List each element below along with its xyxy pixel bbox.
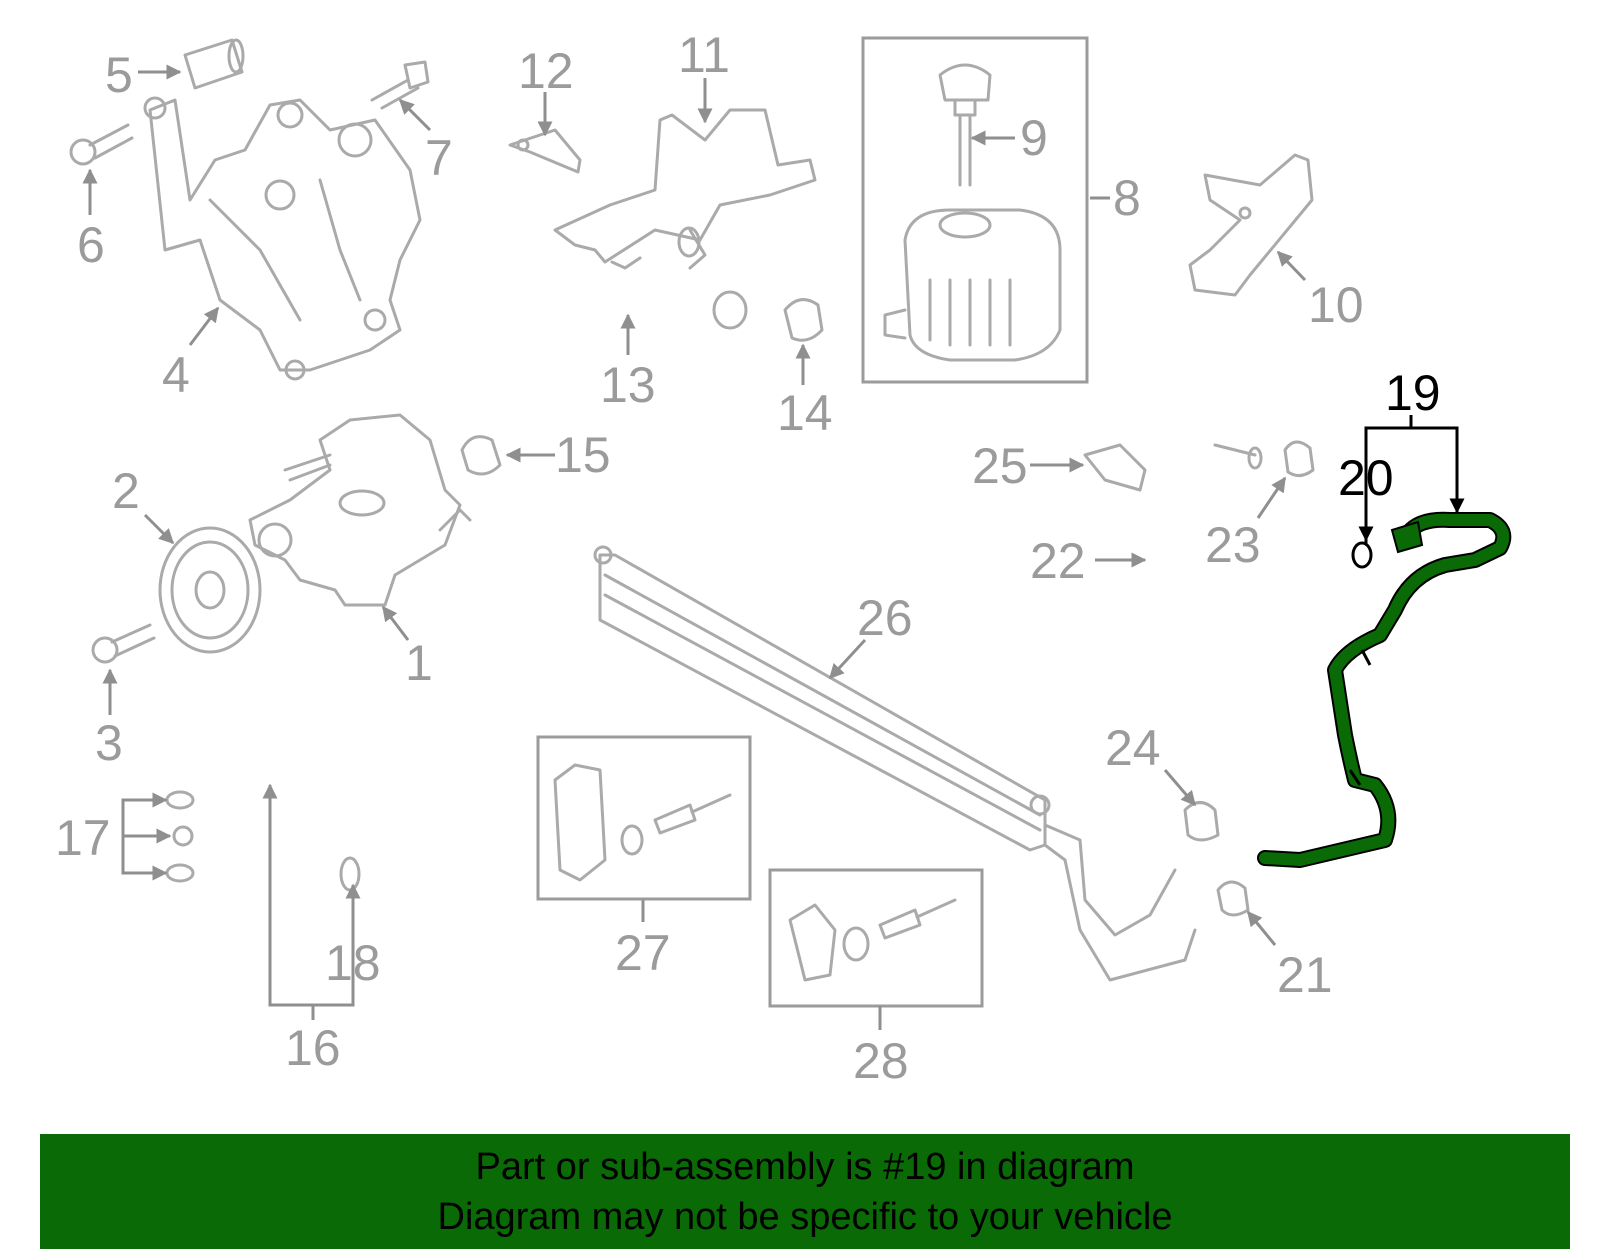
callout-19[interactable]: 19 <box>1385 365 1441 421</box>
pressure-line-16 <box>172 722 511 916</box>
callout-3: 3 <box>95 715 123 771</box>
kit-box-28 <box>768 868 984 1008</box>
highlighted-hose-19[interactable] <box>1257 511 1512 868</box>
o-ring-20 <box>1351 541 1373 569</box>
pump-pulley <box>158 526 262 654</box>
callout-26: 26 <box>857 590 913 646</box>
clamp-24 <box>1183 801 1220 842</box>
reservoir-tank <box>883 208 1062 362</box>
hose-clamp-15 <box>460 435 502 476</box>
callout-21: 21 <box>1277 947 1333 1003</box>
callout-15: 15 <box>555 427 611 483</box>
callout-12: 12 <box>518 43 574 99</box>
callout-25: 25 <box>972 438 1028 494</box>
banner-line-2: Diagram may not be specific to your vehi… <box>437 1196 1173 1238</box>
callout-6: 6 <box>77 217 105 273</box>
bracket-10 <box>1188 153 1314 297</box>
clamp-21 <box>1216 880 1250 917</box>
callout-7: 7 <box>425 130 453 186</box>
callout-28: 28 <box>853 1033 909 1089</box>
oil-cooler <box>593 545 1197 982</box>
bolt-7 <box>370 60 430 110</box>
callout-11: 11 <box>678 27 730 83</box>
callout-23: 23 <box>1205 517 1261 573</box>
callout-1: 1 <box>405 635 433 691</box>
callout-20: 20 <box>1338 450 1394 506</box>
leader-lines <box>82 64 1465 1030</box>
callout-18: 18 <box>325 935 381 991</box>
callout-13: 13 <box>600 357 656 413</box>
small-bracket-12 <box>508 128 582 174</box>
return-line-22 <box>980 359 1263 700</box>
callout-22: 22 <box>1030 533 1086 589</box>
bolt-3 <box>91 623 156 664</box>
power-steering-pump <box>248 413 472 607</box>
callout-2: 2 <box>112 463 140 519</box>
callout-8: 8 <box>1113 170 1141 226</box>
kit-box-27 <box>536 735 752 901</box>
o-ring-18 <box>339 856 361 892</box>
callout-16: 16 <box>285 1020 341 1076</box>
reservoir-cap <box>938 63 992 187</box>
callout-24: 24 <box>1105 720 1161 776</box>
clip-25 <box>1083 443 1147 492</box>
mount-kit-27 <box>553 763 732 882</box>
bolt-6 <box>69 123 134 166</box>
mount-kit-28 <box>788 898 957 982</box>
mounting-bracket <box>143 96 422 381</box>
clamp-23 <box>1283 440 1315 477</box>
reservoir-kit-box <box>861 36 1089 384</box>
reservoir-hose-13 <box>496 275 748 419</box>
callout-17: 17 <box>55 810 111 866</box>
banner-line-1: Part or sub-assembly is #19 in diagram <box>475 1146 1135 1188</box>
info-banner: Part or sub-assembly is #19 in diagram D… <box>40 1134 1570 1249</box>
hose-clamp-14 <box>783 298 824 342</box>
callout-27: 27 <box>615 925 671 981</box>
callout-5: 5 <box>105 47 133 103</box>
spacer-sleeve <box>183 38 245 90</box>
callout-10: 10 <box>1308 277 1364 333</box>
callout-9: 9 <box>1020 110 1048 166</box>
callout-4: 4 <box>162 347 190 403</box>
pump-bracket <box>553 108 817 270</box>
callout-labels: 1 2 3 4 5 6 7 8 9 10 11 12 13 14 15 16 1… <box>55 27 1441 1089</box>
callout-14: 14 <box>777 385 833 441</box>
